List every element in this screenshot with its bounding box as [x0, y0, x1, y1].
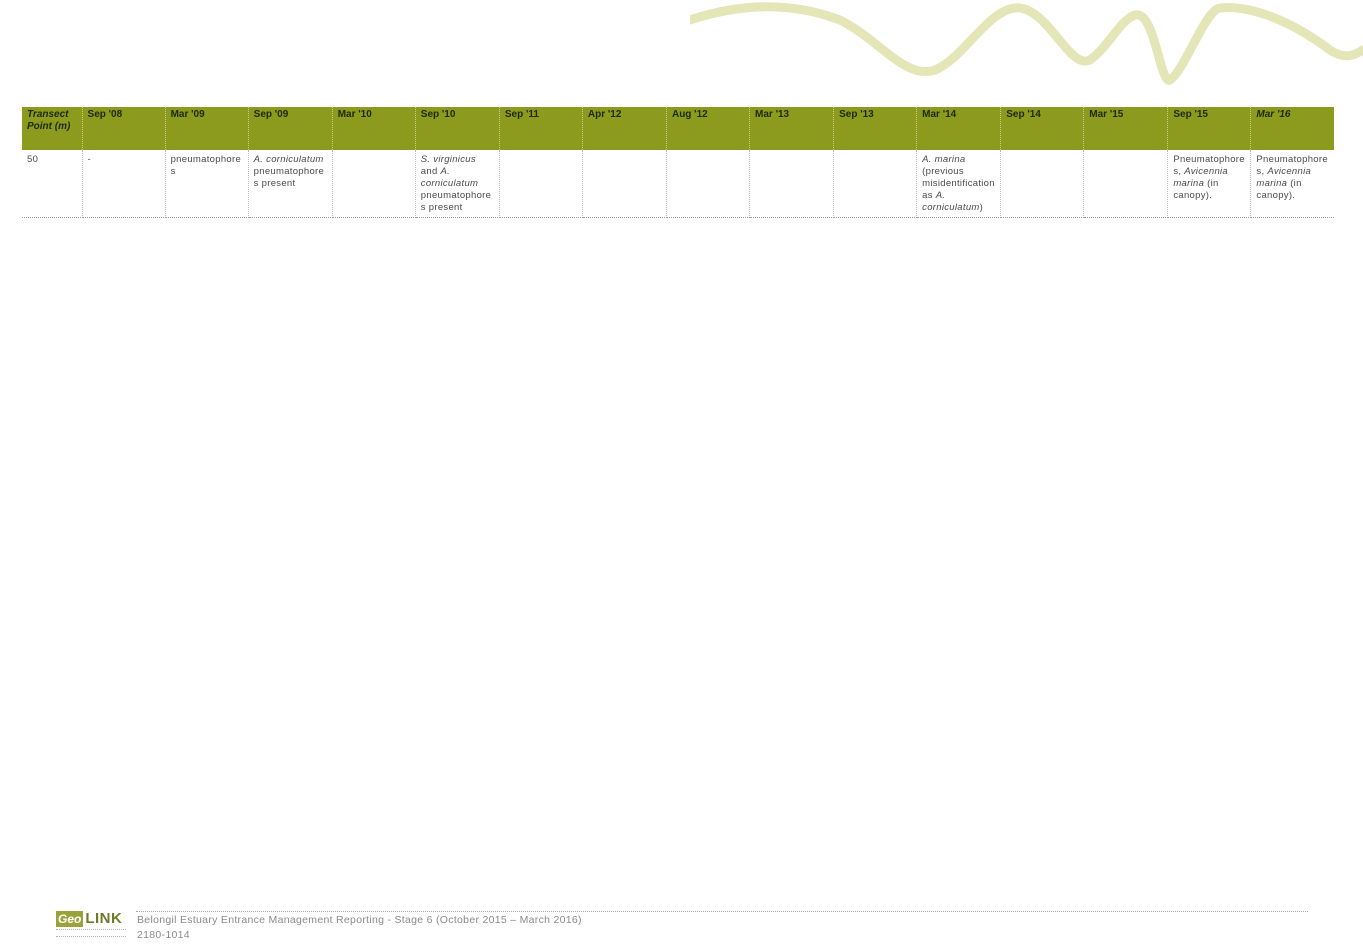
- cell-mar-14: A. marina (previous misidentification as…: [916, 150, 1002, 218]
- header-sep-09: Sep '09: [248, 107, 333, 150]
- cell-note: (previous misidentification as: [922, 166, 995, 201]
- geolink-logo: Geo LINK: [56, 911, 122, 927]
- species-name: A. corniculatum: [253, 154, 324, 165]
- header-transect-point: Transect Point (m): [22, 107, 83, 150]
- mangrove-observation-table-wrapper: Transect Point (m) Sep '08 Mar '09 Sep '…: [22, 107, 1334, 218]
- header-sep-13: Sep '13: [833, 107, 918, 150]
- header-mar-13: Mar '13: [749, 107, 835, 150]
- cell-sep-09: A. corniculatum pneumatophores present: [248, 150, 333, 218]
- cell-note: (in canopy).: [1256, 178, 1302, 201]
- cell-sep-10: S. virginicus and A. corniculatum pneuma…: [415, 150, 500, 218]
- cell-sep-15: Pneumatophores, Avicennia marina (in can…: [1167, 150, 1252, 218]
- cell-transect-point: 50: [22, 150, 83, 218]
- footer-document-title: Belongil Estuary Entrance Management Rep…: [137, 914, 582, 926]
- decorative-wave-graphic: [690, 2, 1363, 85]
- cell-mar-09: pneumatophores: [165, 150, 249, 218]
- header-sep-11: Sep '11: [499, 107, 583, 150]
- cell-mar-16: Pneumatophores, Avicennia marina (in can…: [1250, 150, 1334, 218]
- table-row: 50 - pneumatophores A. corniculatum pneu…: [22, 150, 1334, 218]
- header-mar-14: Mar '14: [916, 107, 1002, 150]
- logo-tagline-decoration: [56, 929, 126, 937]
- header-sep-10: Sep '10: [415, 107, 500, 150]
- cell-note: Pneumatophores,: [1173, 154, 1245, 177]
- cell-note: Pneumatophores,: [1256, 154, 1328, 177]
- header-aug-12: Aug '12: [666, 107, 751, 150]
- cell-sep-08: -: [82, 150, 166, 218]
- header-mar-15: Mar '15: [1083, 107, 1169, 150]
- cell-sep-13: [833, 150, 918, 218]
- cell-mar-15: [1083, 150, 1169, 218]
- cell-mar-10: [332, 150, 416, 218]
- footer-divider: [136, 911, 1308, 912]
- cell-aug-12: [666, 150, 751, 218]
- header-sep-08: Sep '08: [82, 107, 166, 150]
- cell-note-end: ): [979, 202, 984, 213]
- logo-geo-text: Geo: [56, 911, 84, 927]
- species-name: S. virginicus: [420, 154, 476, 165]
- logo-link-text: LINK: [85, 910, 123, 927]
- table-header-row: Transect Point (m) Sep '08 Mar '09 Sep '…: [22, 107, 1334, 150]
- species-name: A. corniculatum: [922, 190, 980, 213]
- cell-mar-13: [749, 150, 835, 218]
- header-sep-14: Sep '14: [1000, 107, 1085, 150]
- mangrove-observation-table: Transect Point (m) Sep '08 Mar '09 Sep '…: [22, 107, 1334, 218]
- species-name: A. corniculatum: [420, 166, 479, 189]
- header-mar-16: Mar '16: [1250, 107, 1334, 150]
- cell-sep-11: [499, 150, 583, 218]
- cell-note: (in canopy).: [1173, 178, 1219, 201]
- cell-sep-14: [1000, 150, 1085, 218]
- cell-note: pneumatophores present: [253, 166, 325, 189]
- cell-conjunction: and: [420, 166, 438, 177]
- species-name: A. marina: [922, 154, 966, 165]
- species-name: Avicennia marina: [1173, 166, 1229, 189]
- header-mar-09: Mar '09: [165, 107, 249, 150]
- header-apr-12: Apr '12: [582, 107, 667, 150]
- header-mar-10: Mar '10: [332, 107, 416, 150]
- header-sep-15: Sep '15: [1167, 107, 1252, 150]
- cell-apr-12: [582, 150, 667, 218]
- footer-project-code: 2180-1014: [137, 929, 190, 941]
- species-name: Avicennia marina: [1256, 166, 1312, 189]
- cell-note: pneumatophores present: [420, 190, 492, 213]
